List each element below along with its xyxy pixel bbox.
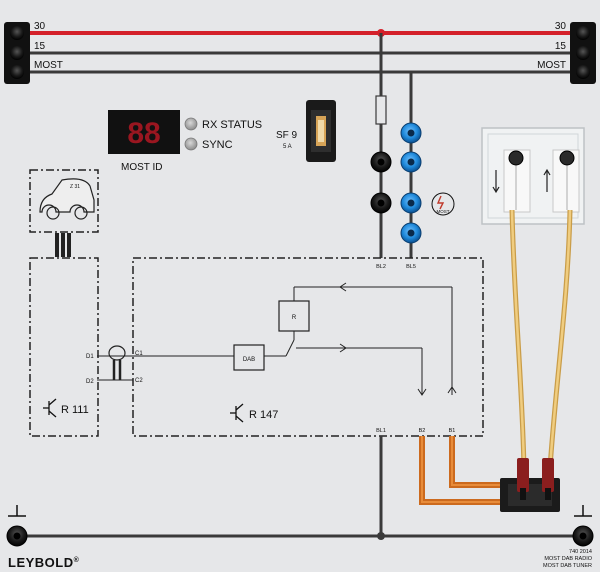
footer-line1: MOST DAB RADIO: [544, 556, 592, 562]
footer-line2: MOST DAB TUNER: [543, 563, 592, 569]
socket-30-left[interactable]: [10, 26, 24, 40]
pin-b2: B2: [419, 428, 426, 434]
most-lightning-symbol: MOST: [431, 192, 455, 216]
rail-30-label-right: 30: [555, 21, 567, 32]
fiber-viewer: [481, 127, 585, 225]
socket-15-left[interactable]: [10, 46, 24, 60]
sync-label: SYNC: [202, 139, 233, 151]
fuse-name: SF 9: [276, 130, 298, 141]
block-dab-label: DAB: [243, 357, 255, 363]
most-symbol-label: MOST: [437, 209, 450, 214]
rx-status-label: RX STATUS: [202, 119, 262, 131]
pin-c1: C1: [135, 351, 143, 357]
most-id-display: 88: [108, 110, 180, 154]
block-dab: [233, 344, 265, 371]
pin-d1: D1: [86, 354, 94, 360]
left-socket-strip: [4, 22, 30, 84]
ground-icon-right: [574, 505, 592, 517]
ground-junction: [377, 532, 385, 540]
rx-status-led: [184, 117, 198, 131]
orange-wire-b1: [449, 436, 502, 488]
fuse-rating: 5 A: [283, 144, 292, 150]
pin-b1: B1: [449, 428, 456, 434]
module-r111-box: [29, 257, 99, 437]
rail-most-label-left: MOST: [34, 60, 63, 71]
socket-most-left[interactable]: [10, 65, 24, 79]
car-icon: [39, 178, 95, 213]
socket-15-right[interactable]: [576, 46, 590, 60]
pin-d2: D2: [86, 379, 94, 385]
fiber-knob-left[interactable]: [508, 150, 524, 166]
transistor-icon-r147: [230, 403, 244, 423]
footer-part-no: 740 2014: [569, 549, 592, 555]
brand-mark: ®: [74, 556, 80, 564]
most-connector[interactable]: [500, 458, 560, 512]
vehicle-box: Z 31: [29, 169, 99, 233]
arrow-up-icon: [543, 168, 551, 192]
sync-led: [184, 137, 198, 151]
arrow-down-b2-icon: [417, 388, 427, 396]
arrow-right-icon: [339, 343, 347, 353]
rail-15-label-right: 15: [555, 41, 567, 52]
module-r111-label: R 111: [61, 404, 89, 416]
pin-c2: C2: [135, 378, 143, 384]
transistor-icon-r111: [43, 398, 57, 418]
brand-logo: LEYBOLD®: [8, 555, 80, 570]
inline-fuse-symbol: [375, 95, 387, 125]
socket-most-right[interactable]: [576, 65, 590, 79]
display-digits: 88: [127, 117, 160, 150]
right-socket-strip: [570, 22, 596, 84]
pin-bl5: BL5: [406, 264, 416, 270]
pin-bl1: BL1: [376, 428, 386, 434]
rail-most-label-right: MOST: [537, 60, 566, 71]
fiber-knob-right[interactable]: [559, 150, 575, 166]
rail-30-label-left: 30: [34, 21, 46, 32]
arrow-up-b1-icon: [447, 386, 457, 394]
module-r147-label: R 147: [249, 409, 278, 421]
ground-icon-left: [8, 505, 26, 517]
vehicle-label: Z 31: [70, 184, 80, 190]
block-r-label: R: [292, 315, 297, 321]
pin-bl2: BL2: [376, 264, 386, 270]
fuse-holder[interactable]: [306, 100, 336, 162]
module-r147-box: [132, 257, 484, 437]
orange-wire-b2: [419, 436, 502, 505]
arrow-down-icon: [492, 170, 500, 194]
socket-30-right[interactable]: [576, 26, 590, 40]
rail-15-label-left: 15: [34, 41, 46, 52]
internal-signal-lines: [264, 286, 453, 395]
most-id-caption: MOST ID: [121, 162, 162, 173]
brand-name: LEYBOLD: [8, 555, 74, 570]
arrow-left-icon: [339, 282, 347, 292]
optical-coupler-symbol: [108, 345, 126, 361]
antenna-connector-symbol: [55, 233, 71, 257]
